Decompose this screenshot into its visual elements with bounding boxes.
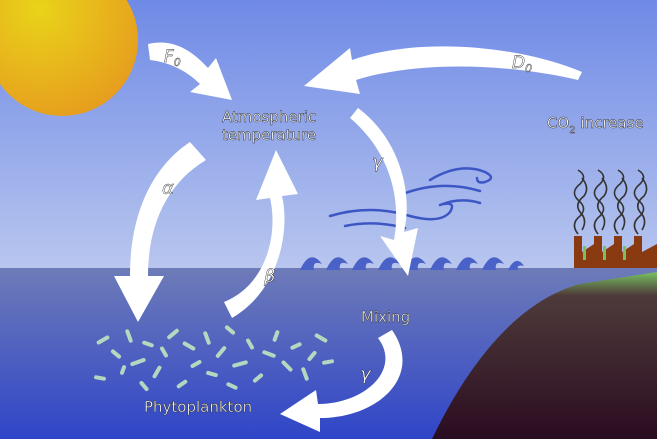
label-alpha: α: [162, 178, 174, 199]
mixing-label: Mixing: [361, 308, 410, 326]
phytoplankton-label: Phytoplankton: [144, 398, 252, 416]
label-beta: β: [263, 266, 276, 287]
waves: [300, 257, 524, 270]
label-gamma-lower: γ: [360, 364, 372, 385]
label-gamma-upper: γ: [372, 152, 384, 173]
